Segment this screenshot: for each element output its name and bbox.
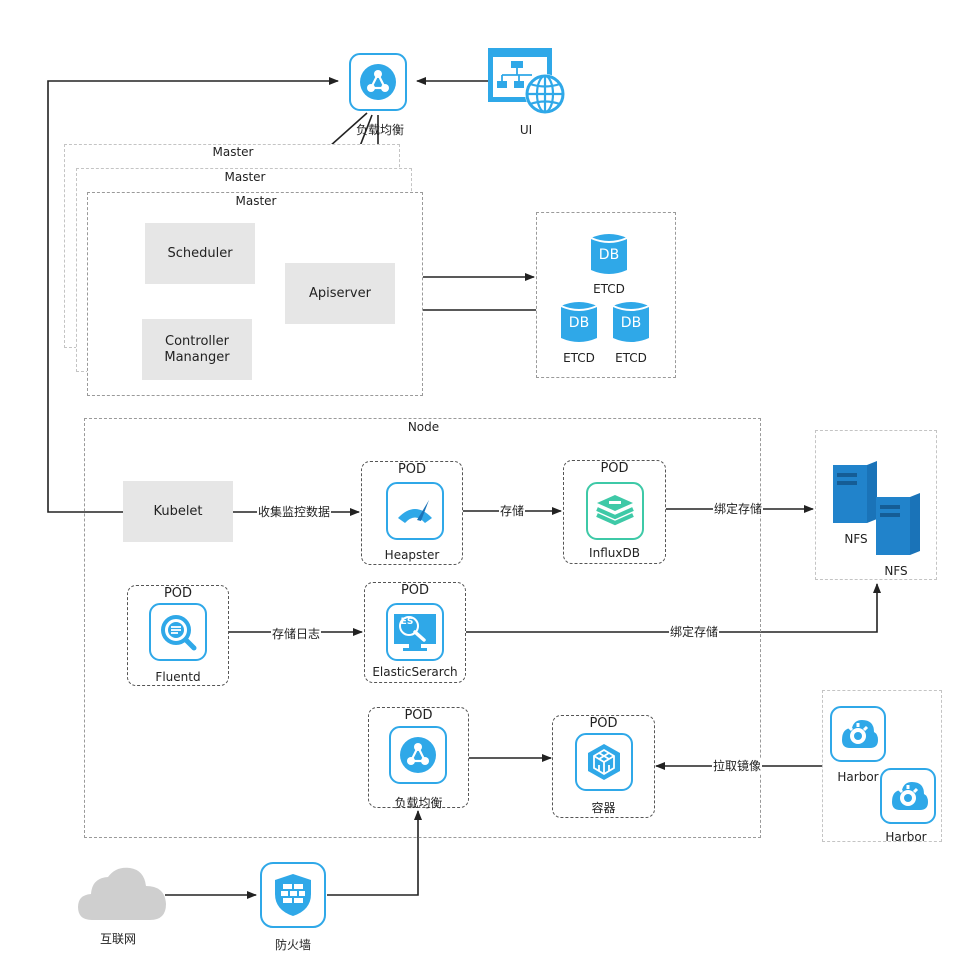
monitor-search-icon bbox=[394, 614, 436, 651]
edge-label-pull-image: 拉取镜像 bbox=[712, 759, 763, 773]
nfs-label-1: NFS bbox=[844, 532, 868, 546]
edge-label-bind-storage-2: 绑定存储 bbox=[669, 625, 720, 639]
es-badge: ES bbox=[400, 617, 414, 627]
nfs-server-2[interactable] bbox=[876, 493, 920, 555]
influxdb-label: InfluxDB bbox=[589, 546, 640, 560]
harbor-label-2: Harbor bbox=[885, 830, 927, 844]
pod-label: POD bbox=[589, 716, 618, 731]
heapster-label: Heapster bbox=[384, 548, 440, 562]
pod-label: POD bbox=[600, 461, 629, 476]
scheduler-box[interactable]: Scheduler bbox=[145, 223, 255, 284]
fluentd-pod[interactable]: POD bbox=[127, 585, 229, 686]
harbor-label-1: Harbor bbox=[837, 770, 879, 784]
fluentd-icon-box bbox=[149, 603, 207, 661]
database-icon bbox=[560, 302, 598, 342]
heapster-icon-box bbox=[386, 482, 444, 540]
gauge-icon bbox=[398, 500, 432, 523]
ui-node[interactable] bbox=[487, 47, 567, 117]
fluentd-label: Fluentd bbox=[155, 670, 201, 684]
internet-node[interactable] bbox=[78, 864, 168, 924]
kubelet-box[interactable]: Kubelet bbox=[123, 481, 233, 542]
cloud-icon bbox=[78, 867, 166, 920]
master-front-label: Master bbox=[235, 194, 277, 208]
harbor-registry-1[interactable] bbox=[830, 706, 886, 762]
ui-label: UI bbox=[519, 123, 533, 137]
master-mid-label: Master bbox=[224, 170, 266, 184]
top-load-balancer-node[interactable] bbox=[349, 53, 407, 111]
db-text: DB bbox=[598, 247, 620, 263]
firewall-label: 防火墙 bbox=[274, 938, 311, 952]
etcd-db-2[interactable]: DB bbox=[560, 300, 598, 344]
pod-label: POD bbox=[404, 708, 433, 723]
top-load-balancer-label: 负载均衡 bbox=[355, 123, 404, 137]
master-back-label: Master bbox=[212, 145, 254, 159]
layers-icon bbox=[596, 495, 634, 526]
etcd-label-2: ETCD bbox=[563, 351, 595, 365]
node-label: Node bbox=[407, 420, 440, 434]
cube-icon bbox=[588, 744, 620, 780]
pod-label: POD bbox=[400, 583, 430, 598]
etcd-db-1[interactable]: DB bbox=[590, 232, 628, 276]
server-icon bbox=[833, 461, 877, 523]
etcd-label-3: ETCD bbox=[615, 351, 647, 365]
internet-label: 互联网 bbox=[99, 932, 136, 946]
firewall-node[interactable] bbox=[260, 862, 326, 928]
nfs-label-2: NFS bbox=[884, 564, 908, 578]
node-frame: Node bbox=[84, 418, 761, 838]
db-text: DB bbox=[568, 315, 590, 331]
load-balancer-icon bbox=[400, 737, 436, 773]
elasticsearch-icon-box: ES bbox=[386, 603, 444, 661]
container-icon-box bbox=[575, 733, 633, 791]
edge-label-collect-metrics: 收集监控数据 bbox=[257, 505, 332, 519]
firewall-shield-icon bbox=[275, 874, 311, 916]
edge-label-bind-storage-1: 绑定存储 bbox=[713, 502, 764, 516]
edge-label-store-logs: 存储日志 bbox=[271, 627, 322, 641]
harbor-registry-2[interactable] bbox=[880, 768, 936, 824]
harbor-icon bbox=[842, 720, 878, 748]
nfs-server-1[interactable] bbox=[833, 461, 877, 523]
pod-label: POD bbox=[163, 586, 193, 601]
db-text: DB bbox=[620, 315, 642, 331]
controller-manager-box[interactable]: Controller Mananger bbox=[142, 319, 252, 380]
apiserver-box[interactable]: Apiserver bbox=[285, 263, 395, 324]
container-label: 容器 bbox=[591, 801, 616, 815]
server-icon bbox=[876, 493, 920, 555]
influxdb-icon-box bbox=[586, 482, 644, 540]
etcd-db-3[interactable]: DB bbox=[612, 300, 650, 344]
node-load-balancer-label: 负载均衡 bbox=[394, 796, 443, 810]
load-balancer-icon bbox=[360, 64, 396, 100]
edge-label-store: 存储 bbox=[499, 504, 526, 518]
database-icon bbox=[590, 234, 628, 274]
database-icon bbox=[612, 302, 650, 342]
node-load-balancer-icon-box bbox=[389, 726, 447, 784]
pod-label: POD bbox=[397, 462, 427, 477]
influxdb-pod[interactable]: POD bbox=[563, 460, 666, 564]
search-icon bbox=[161, 615, 197, 651]
harbor-icon bbox=[892, 782, 928, 810]
web-ui-icon bbox=[488, 48, 565, 114]
elasticsearch-label: ElasticSerarch bbox=[372, 665, 458, 679]
etcd-label-1: ETCD bbox=[593, 282, 625, 296]
